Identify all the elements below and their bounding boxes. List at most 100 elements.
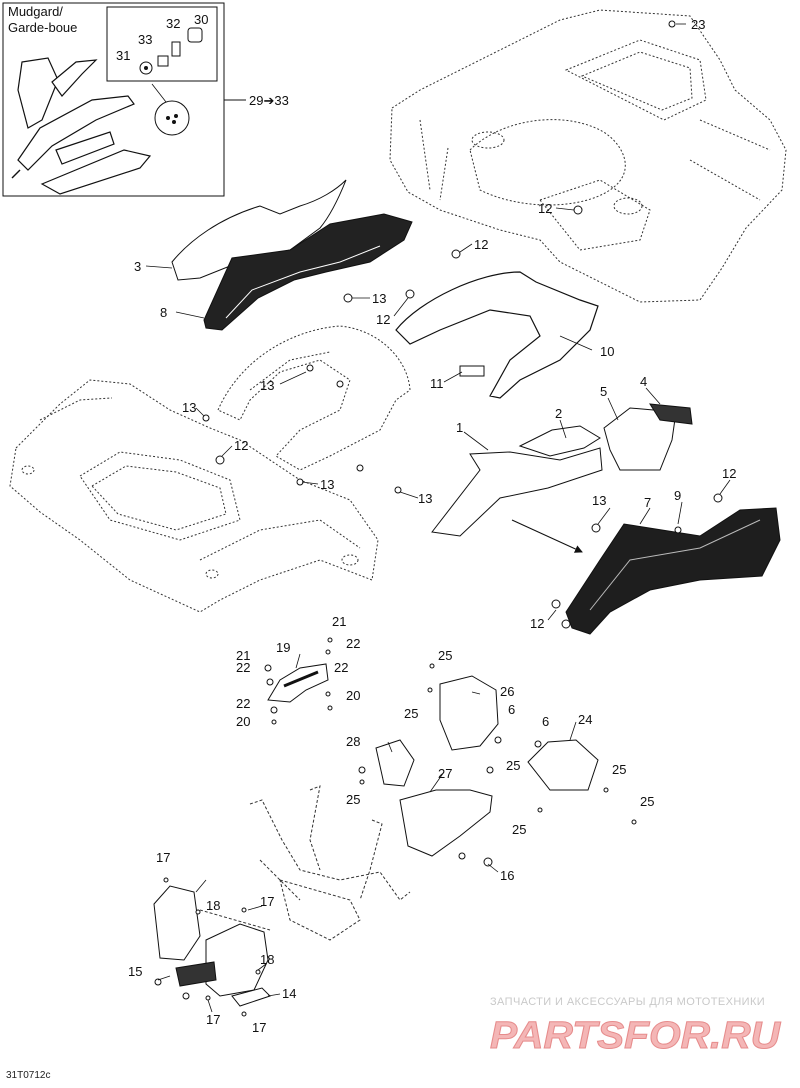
clip-30: [187, 27, 203, 43]
part-7-side-panel: [565, 507, 781, 635]
part-bumper-right: [205, 923, 269, 997]
callout-12e: 12: [722, 466, 736, 481]
callout-3: 3: [134, 259, 141, 274]
callout-25d: 25: [612, 762, 626, 777]
part-26-cover: [439, 675, 499, 751]
callout-20a: 20: [346, 688, 360, 703]
frame: [199, 785, 411, 941]
fasteners: [154, 20, 723, 1017]
part-2-bracket: [518, 425, 601, 457]
part-3-fender: [171, 179, 347, 281]
callout-18a: 18: [206, 898, 220, 913]
callout-numbers: 23 12 12 3 8 13 12 10 11 13 13 12 13 13 …: [116, 12, 736, 1035]
mudguard-side-piece: [17, 57, 59, 129]
callout-4: 4: [640, 374, 647, 389]
callout-19: 19: [276, 640, 290, 655]
callout-17b: 17: [260, 894, 274, 909]
callout-17a: 17: [156, 850, 170, 865]
leader-lines: [145, 23, 731, 1013]
rear-body-panel: [389, 9, 787, 303]
part-19-mount: [267, 663, 329, 703]
callout-27: 27: [438, 766, 452, 781]
callout-7: 7: [644, 495, 651, 510]
mudguard-insert: [55, 131, 115, 165]
callout-28: 28: [346, 734, 360, 749]
callout-24: 24: [578, 712, 592, 727]
callout-range-29-33: 29➔33: [249, 93, 289, 108]
mudguard-lower: [40, 149, 152, 195]
inset-title: Mudgard/ Garde-boue: [8, 4, 77, 36]
callout-13d: 13: [320, 477, 334, 492]
callout-17c: 17: [206, 1012, 220, 1027]
watermark-tagline: ЗАПЧАСТИ И АКСЕССУАРЫ ДЛЯ МОТОТЕХНИКИ: [490, 996, 766, 1008]
callout-13c: 13: [182, 400, 196, 415]
callout-13a: 13: [372, 291, 386, 306]
part-15-plate: [175, 961, 217, 987]
part-5-cover: [603, 407, 677, 471]
callout-22d: 22: [236, 696, 250, 711]
callout-1: 1: [456, 420, 463, 435]
callout-11: 11: [430, 376, 444, 391]
callout-2: 2: [555, 406, 562, 421]
part-24-cover: [527, 739, 599, 791]
hardware-box: [106, 6, 218, 82]
part-11-label: [459, 365, 485, 377]
callout-25b: 25: [404, 706, 418, 721]
mudguard-inset: [2, 2, 246, 197]
part-4-grommet: [649, 403, 693, 425]
callout-12c: 12: [376, 312, 390, 327]
part-27-skid: [399, 789, 493, 857]
callout-31: 31: [116, 48, 130, 63]
callout-10: 10: [600, 344, 614, 359]
part-bumper-left: [153, 885, 201, 961]
callout-21b: 21: [236, 648, 250, 663]
callout-13f: 13: [592, 493, 606, 508]
inset-title-line2: Garde-boue: [8, 20, 78, 35]
callout-15: 15: [128, 964, 142, 979]
callout-23: 23: [691, 17, 705, 32]
callout-22b: 22: [236, 660, 250, 675]
part-28-bracket: [375, 739, 415, 787]
callout-21a: 21: [332, 614, 346, 629]
callout-32: 32: [166, 16, 180, 31]
callout-13b: 13: [260, 378, 274, 393]
callout-25a: 25: [438, 648, 452, 663]
callout-8: 8: [160, 305, 167, 320]
callout-25g: 25: [512, 822, 526, 837]
mudguard-flap: [51, 59, 98, 97]
callout-9: 9: [674, 488, 681, 503]
callout-18b: 18: [260, 952, 274, 967]
callout-22c: 22: [334, 660, 348, 675]
callout-12d: 12: [234, 438, 248, 453]
detail-circle: [154, 100, 190, 136]
callout-14: 14: [282, 986, 296, 1001]
callout-16: 16: [500, 868, 514, 883]
callout-25c: 25: [506, 758, 520, 773]
front-inner-fender: [217, 325, 411, 471]
diagram-code: 31T0712c: [6, 1070, 51, 1081]
callout-13e: 13: [418, 491, 432, 506]
callout-25e: 25: [346, 792, 360, 807]
callout-25f: 25: [640, 794, 654, 809]
callout-26: 26: [500, 684, 514, 699]
inset-title-line1: Mudgard/: [8, 4, 63, 19]
callout-12a: 12: [538, 201, 552, 216]
watermark-logo: PARTSFOR.RU: [490, 1015, 783, 1058]
callout-6b: 6: [542, 714, 549, 729]
part-1-side-panel: [431, 447, 603, 537]
nut-33: [157, 55, 169, 67]
watermark-logo-text: PARTSFOR.RU: [490, 1015, 782, 1057]
screw-32: [171, 41, 181, 57]
callout-20b: 20: [236, 714, 250, 729]
front-body-panel: [9, 379, 379, 613]
part-8-trim: [203, 213, 413, 331]
callout-12b: 12: [474, 237, 488, 252]
callout-5: 5: [600, 384, 607, 399]
callout-22a: 22: [346, 636, 360, 651]
callout-17d: 17: [252, 1020, 266, 1035]
callout-33: 33: [138, 32, 152, 47]
callout-12f: 12: [530, 616, 544, 631]
callout-6a: 6: [508, 702, 515, 717]
callout-30: 30: [194, 12, 208, 27]
